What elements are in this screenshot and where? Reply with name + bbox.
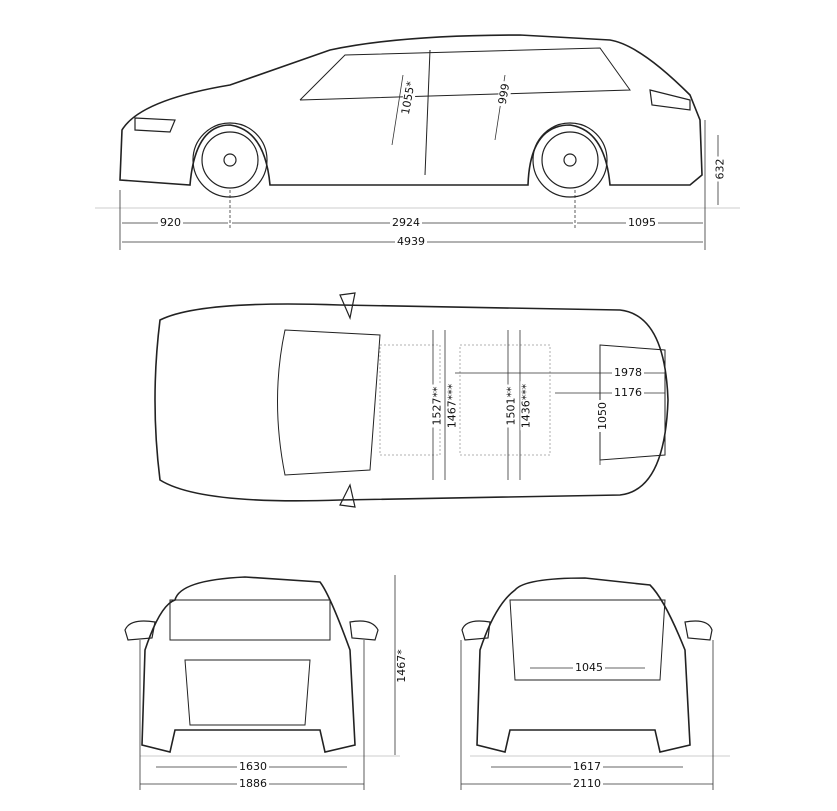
wheel-arch-width-label: 1050: [596, 400, 609, 432]
top-view-car: [154, 292, 669, 508]
front-overhang-label: 920: [158, 216, 183, 229]
rear-track-label: 1617: [571, 760, 603, 773]
front-shoulder-width-label: 1527**: [430, 384, 444, 428]
rear-elbow-width-label: 1436***: [519, 381, 533, 431]
front-elbow-width-label: 1467***: [445, 381, 459, 431]
sill-height-label: 632: [713, 156, 727, 182]
wheelbase-label: 2924: [390, 216, 422, 229]
height-label: 1467*: [394, 647, 408, 685]
front-track-label: 1630: [237, 760, 269, 773]
width-label: 1886: [237, 777, 269, 790]
front-view-car: [124, 576, 379, 753]
width-incl-mirrors-label: 2110: [571, 777, 603, 790]
load-opening-width-label: 1045: [573, 661, 605, 674]
rear-shoulder-width-label: 1501**: [504, 384, 518, 428]
overall-length-label: 4939: [395, 235, 427, 248]
load-length-label: 1176: [612, 386, 644, 399]
rear-overhang-label: 1095: [626, 216, 658, 229]
rear-view-car: [461, 577, 713, 753]
front-dim-lines: [139, 575, 400, 790]
side-view-car: [119, 34, 703, 198]
max-load-length-label: 1978: [612, 366, 644, 379]
